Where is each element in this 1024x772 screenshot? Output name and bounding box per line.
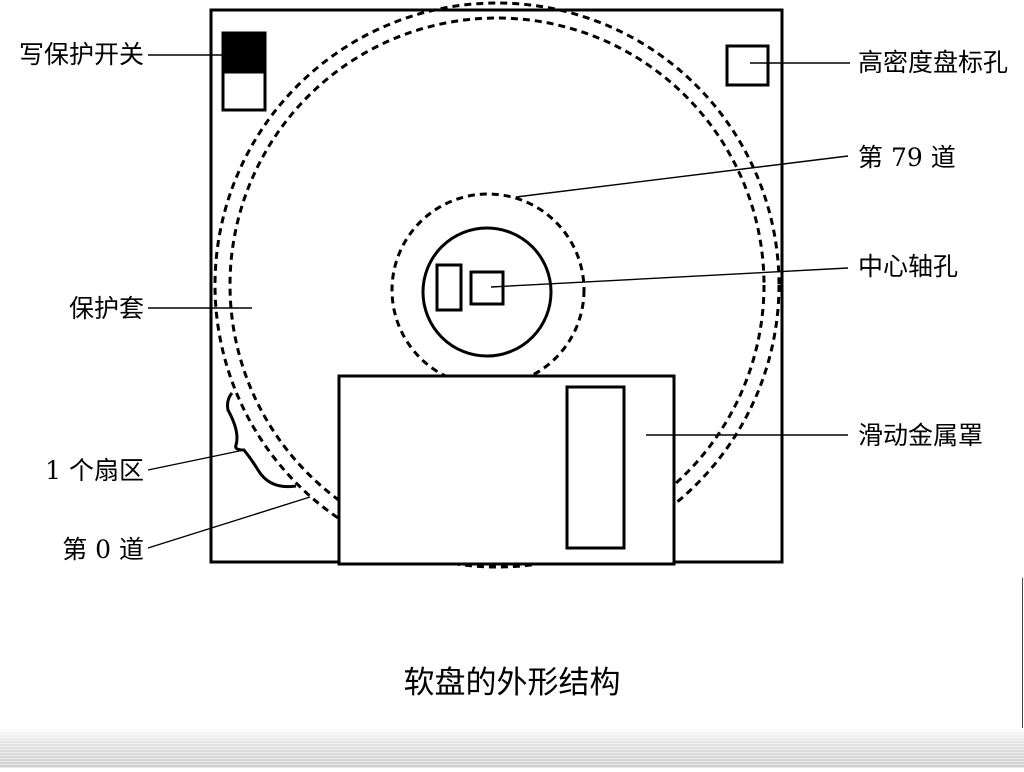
write-protect-switch-bottom bbox=[221, 70, 267, 112]
write-protect-switch-top bbox=[221, 31, 267, 74]
sector-brace bbox=[226, 392, 297, 489]
label-center-hole: 中心轴孔 bbox=[858, 252, 959, 281]
label-jacket: 保护套 bbox=[68, 294, 144, 323]
diagram-caption: 软盘的外形结构 bbox=[403, 665, 621, 701]
track-outer-inner-circle bbox=[228, 16, 766, 554]
hub-drive-slot bbox=[435, 263, 463, 312]
track-0-circle bbox=[213, 1, 781, 569]
label-track-79: 第 79 道 bbox=[858, 143, 956, 172]
label-track-0: 第 0 道 bbox=[62, 535, 144, 564]
leader-lines bbox=[147, 54, 850, 549]
shutter-window bbox=[565, 385, 626, 550]
label-sector: 1 个扇区 bbox=[45, 456, 144, 485]
label-metal-shutter: 滑动金属罩 bbox=[858, 421, 984, 450]
high-density-hole bbox=[725, 44, 770, 87]
center-spindle-hole bbox=[469, 270, 505, 306]
leader-track-79 bbox=[515, 155, 849, 198]
leader-track-0 bbox=[147, 496, 311, 549]
slide-edge-line bbox=[1022, 578, 1023, 738]
label-high-density-hole: 高密度盘标孔 bbox=[858, 48, 1009, 77]
slide-footer-stripes bbox=[0, 728, 1024, 768]
leader-sector bbox=[147, 449, 245, 471]
leader-center-hole bbox=[490, 267, 849, 288]
label-write-protect: 写保护开关 bbox=[18, 40, 144, 69]
